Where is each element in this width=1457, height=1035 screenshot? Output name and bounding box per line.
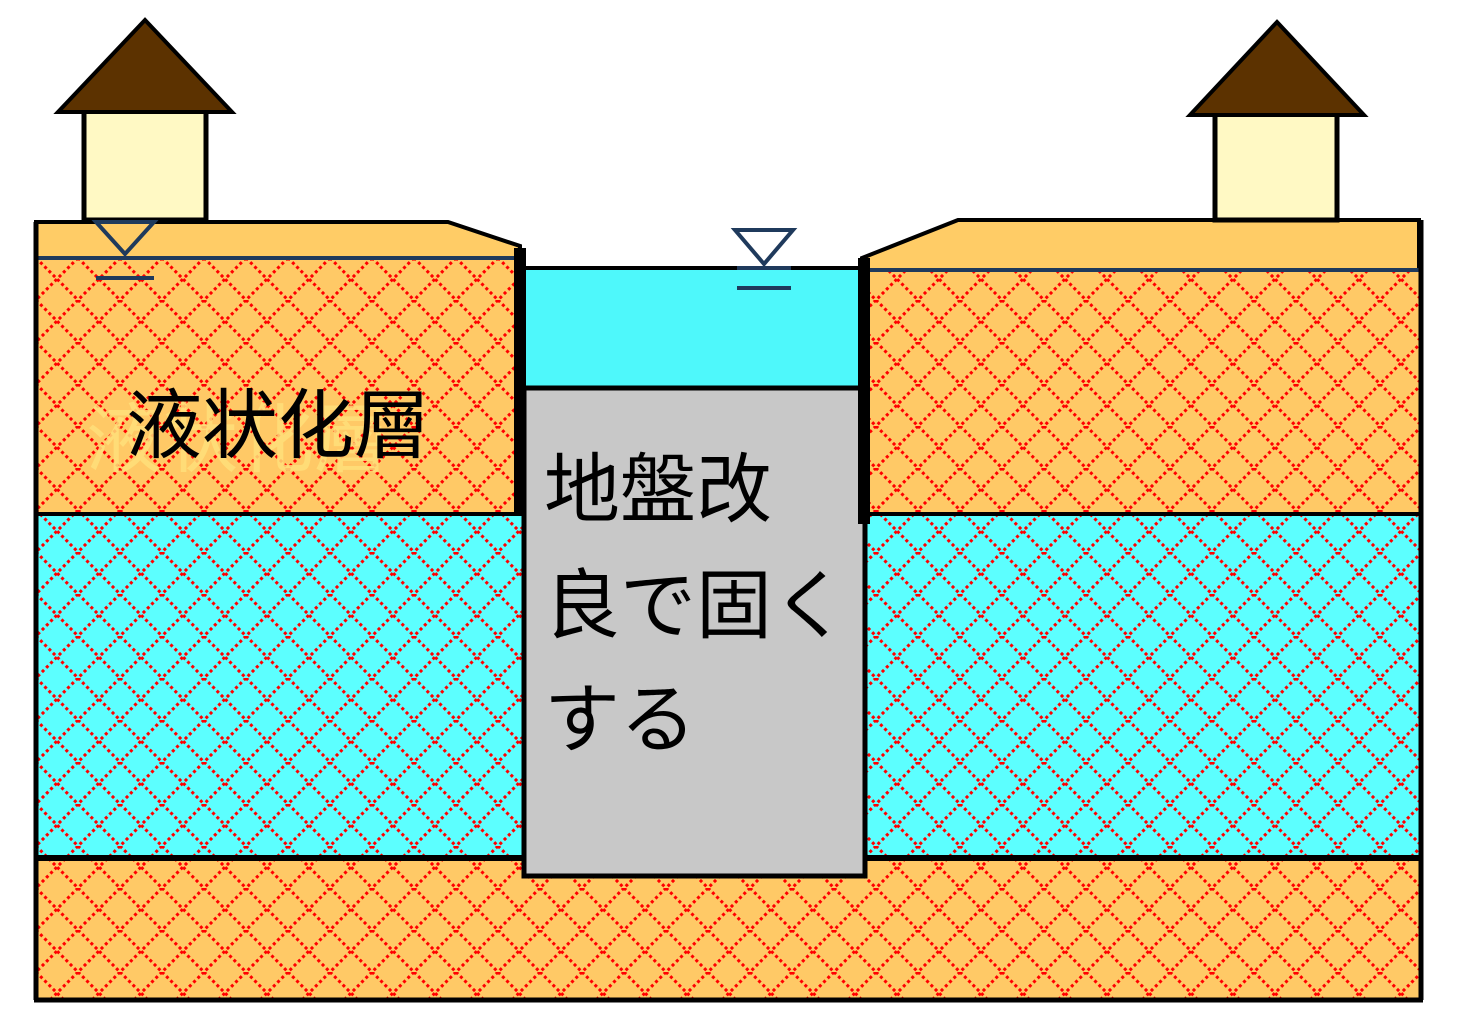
house-left-icon bbox=[53, 17, 237, 223]
improved-ground-block bbox=[521, 385, 868, 879]
improvement-label-line-3: する bbox=[544, 675, 696, 764]
left-retaining-wall bbox=[514, 248, 526, 516]
house-right-icon bbox=[1185, 19, 1369, 223]
right-saturated-layer bbox=[866, 514, 1419, 858]
liquefaction-layer-label: 液状化層 bbox=[126, 381, 430, 470]
left-liquefaction-layer bbox=[36, 258, 520, 514]
water-level-marker-left-icon bbox=[91, 220, 159, 280]
left-saturated-layer bbox=[36, 514, 524, 858]
right-top-soil bbox=[860, 218, 1421, 272]
bottom-sand-layer bbox=[36, 858, 1421, 1000]
right-retaining-wall bbox=[858, 258, 870, 524]
water-level-marker-center-icon bbox=[730, 228, 798, 290]
improvement-label-line-2: 良で固く bbox=[544, 561, 848, 650]
right-liquefaction-layer bbox=[862, 270, 1419, 514]
channel-water bbox=[524, 270, 862, 388]
liquefaction-layer-label-shadow: 液状化層 bbox=[86, 395, 390, 484]
improvement-label-line-1: 地盤改 bbox=[544, 445, 772, 534]
left-top-soil bbox=[34, 220, 522, 260]
